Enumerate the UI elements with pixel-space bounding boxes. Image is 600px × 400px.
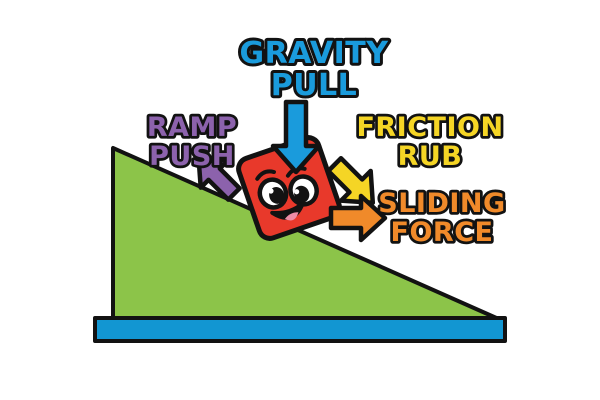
label-gravity-line-2: PULL xyxy=(271,68,358,103)
ramp-push-arrow-icon xyxy=(196,156,242,202)
friction-arrow-icon xyxy=(326,156,376,206)
label-gravity-line-1: GRAVITY xyxy=(240,36,390,71)
label-friction-line-1: FRICTION xyxy=(356,112,503,143)
label-ramp-push-line-2: PUSH xyxy=(149,141,235,172)
right-eye-icon xyxy=(288,174,319,207)
label-ramp-push: RAMP PUSH xyxy=(144,109,239,175)
left-eye-icon xyxy=(257,177,289,210)
label-sliding-force-line-2: FORCE xyxy=(391,217,494,248)
ground-bar xyxy=(93,316,507,343)
force-labels: GRAVITY PULL RAMP PUSH FRICTION RUB SLID… xyxy=(144,33,508,251)
left-eyebrow-icon xyxy=(255,169,276,181)
label-ramp-push-line-1: RAMP xyxy=(147,112,237,143)
label-sliding-force: SLIDING FORCE xyxy=(376,185,508,251)
label-sliding-force-line-1: SLIDING xyxy=(378,188,505,219)
gravity-arrow-icon xyxy=(270,99,322,175)
sliding-force-arrow-icon xyxy=(328,193,388,243)
label-friction-line-2: RUB xyxy=(398,141,463,172)
label-gravity: GRAVITY PULL xyxy=(237,33,392,106)
label-friction: FRICTION RUB xyxy=(354,109,506,175)
mouth-icon xyxy=(270,201,305,221)
